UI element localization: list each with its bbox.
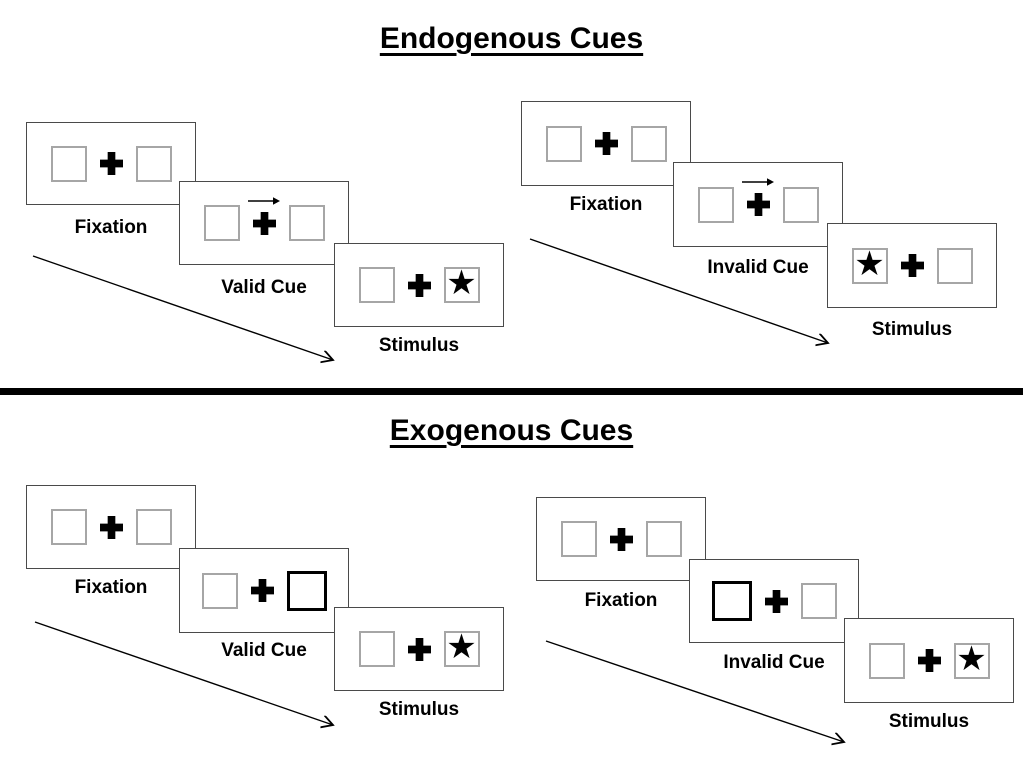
exogenous-invalid-stimulus-panel: ★ [844,618,1014,703]
fixation-cross-icon [99,152,123,175]
fixation-cross-icon [248,196,280,235]
left-box [545,125,582,162]
right-box [135,509,172,545]
timeline-arrow-exogenous-invalid [545,640,851,748]
section-divider [0,388,1023,395]
left-box [50,145,87,182]
timeline-arrow-endogenous-valid [32,255,340,366]
stimulus-label: Stimulus [378,335,460,356]
stimulus-label: Stimulus [378,699,460,720]
left-box-star: ★ [851,243,888,284]
fixation-label: Fixation [74,577,148,598]
exogenous-invalid-fixation-panel [536,497,706,581]
fixation-cross-icon [609,527,633,551]
endogenous-valid-fixation-panel [26,122,196,205]
fixation-cross-icon [917,649,941,672]
left-box [50,509,87,545]
fixation-cross-icon [407,637,431,661]
fixation-cross-icon [99,515,123,539]
fixation-cross-icon [407,273,431,297]
valid-cue-label: Valid Cue [221,277,307,298]
timeline-arrow-endogenous-invalid [529,238,835,349]
left-box [868,642,905,679]
left-box-cue-highlight [711,581,752,621]
left-box [201,572,238,609]
valid-cue-label: Valid Cue [221,640,307,661]
fixation-cross-icon [742,178,774,216]
cue-arrow-icon [248,196,280,205]
exogenous-section-title: Exogenous Cues [389,414,634,447]
right-box [936,247,973,284]
right-box [782,186,819,223]
left-box [358,267,395,303]
endogenous-valid-stimulus-panel: ★ [334,243,504,327]
fixation-cross-icon [764,589,788,613]
exogenous-valid-fixation-panel [26,485,196,569]
left-box [560,521,597,557]
right-box [288,205,325,241]
cue-arrow-icon [742,178,774,186]
star-icon: ★ [446,263,477,303]
left-box [697,186,734,223]
right-box-star: ★ [443,627,480,667]
invalid-cue-label: Invalid Cue [707,257,809,278]
star-icon: ★ [956,638,987,679]
right-box-cue-highlight [286,570,327,611]
exogenous-valid-cue-panel [179,548,349,633]
star-icon: ★ [446,627,477,667]
exogenous-valid-stimulus-panel: ★ [334,607,504,691]
fixation-cross-icon [900,254,924,277]
fixation-cross-icon [594,132,618,155]
endogenous-invalid-cue-panel [673,162,843,247]
left-box [203,205,240,241]
right-box-star: ★ [953,638,990,679]
fixation-label: Fixation [584,590,658,611]
right-box [630,125,667,162]
fixation-label: Fixation [74,217,148,238]
endogenous-invalid-stimulus-panel: ★ [827,223,997,308]
stimulus-label: Stimulus [888,711,970,732]
stimulus-label: Stimulus [871,319,953,340]
star-icon: ★ [854,243,885,284]
endogenous-valid-cue-panel [179,181,349,265]
endogenous-section-title: Endogenous Cues [379,22,644,55]
timeline-arrow-exogenous-valid [34,621,340,731]
left-box [358,631,395,667]
right-box-star: ★ [443,263,480,303]
fixation-cross-icon [250,579,274,602]
right-box [800,583,837,619]
right-box [135,145,172,182]
endogenous-invalid-fixation-panel [521,101,691,186]
right-box [645,521,682,557]
fixation-label: Fixation [569,194,643,215]
exogenous-invalid-cue-panel [689,559,859,643]
invalid-cue-label: Invalid Cue [723,652,825,673]
